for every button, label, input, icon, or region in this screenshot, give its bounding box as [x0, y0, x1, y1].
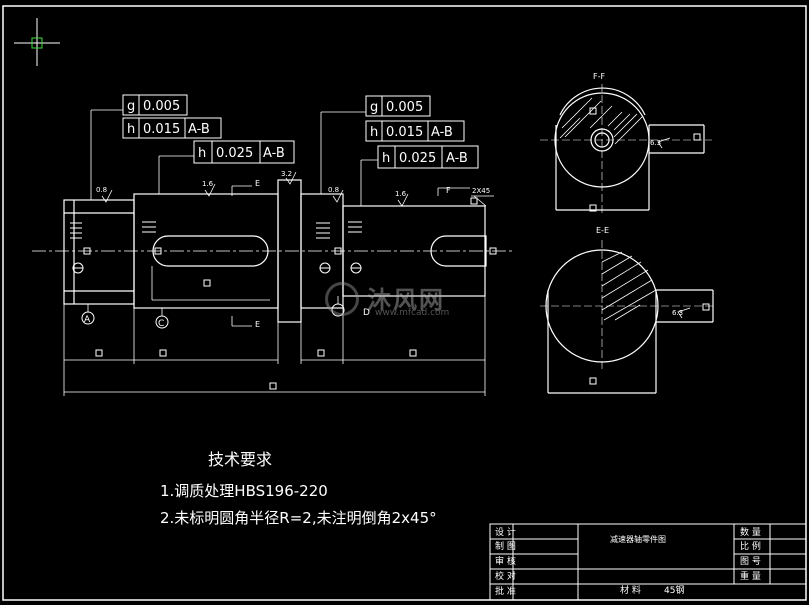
tolerance-frame-right-3	[377, 145, 479, 169]
roughness-symbols	[101, 137, 691, 319]
roughness-3: 3.2	[281, 170, 292, 178]
section-label-f: F	[446, 186, 451, 195]
notes-title: 技术要求	[208, 450, 273, 469]
svg-text:h: h	[198, 146, 206, 161]
svg-text:h: h	[382, 151, 390, 166]
roughness-1: 0.8	[96, 186, 107, 194]
tb-label-qty: 数 量	[740, 528, 761, 538]
tb-label-approve: 批 准	[495, 587, 516, 597]
section-label-e-bottom: E	[255, 320, 260, 329]
note-line-1: 1.调质处理HBS196-220	[160, 482, 328, 500]
tolerance-frame-right-1	[365, 95, 431, 117]
dimension-lines	[63, 185, 494, 396]
section-ee-title: E-E	[596, 226, 609, 235]
datum-a: A	[84, 315, 91, 325]
section-label-e-top: E	[255, 179, 260, 188]
roughness-5: 1.6	[395, 190, 407, 198]
tb-label-draw: 制 图	[495, 542, 516, 552]
tb-label-scale: 比 例	[740, 542, 761, 552]
svg-text:A-B: A-B	[446, 151, 468, 166]
watermark-logo-icon	[325, 282, 359, 316]
section-ff-view	[540, 84, 712, 215]
crosshair-cursor-icon	[14, 18, 60, 66]
tolerance-frame-left-1	[122, 94, 188, 116]
tb-material-label: 材 料	[620, 586, 641, 596]
roughness-7: 6.3	[672, 309, 683, 317]
svg-text:A-B: A-B	[263, 146, 285, 161]
svg-text:0.025: 0.025	[216, 146, 253, 161]
tb-label-drawing-no: 图 号	[740, 557, 761, 567]
drawing-border	[2, 5, 807, 601]
tb-drawing-name: 减速器轴零件图	[610, 535, 666, 544]
svg-text:A-B: A-B	[188, 122, 210, 137]
tolerance-frame-right-2	[365, 120, 465, 142]
tb-label-weight: 重 量	[740, 572, 761, 582]
tolerance-frame-left-3	[193, 140, 295, 164]
roughness-4: 0.8	[328, 186, 339, 194]
tolerance-frame-left-2	[122, 117, 222, 139]
section-ee-hatch	[601, 251, 657, 321]
svg-text:h: h	[127, 122, 135, 137]
tb-label-check: 校 对	[495, 572, 516, 582]
note-line-2: 2.未标明圆角半径R=2,未注明倒角2x45°	[160, 509, 437, 527]
shaft-front-view	[63, 179, 487, 323]
thread-marks	[70, 221, 362, 239]
tb-material-value: 45钢	[664, 586, 685, 596]
svg-text:0.005: 0.005	[386, 100, 423, 115]
svg-text:g: g	[370, 100, 378, 115]
roughness-2: 1.6	[202, 180, 214, 188]
svg-text:0.015: 0.015	[386, 125, 423, 140]
section-ff-title: F-F	[593, 72, 605, 81]
tb-label-design: 设 计	[495, 528, 516, 538]
section-ee-view	[540, 240, 716, 394]
svg-text:h: h	[370, 125, 378, 140]
datum-d: D	[363, 308, 370, 318]
svg-text:0.025: 0.025	[399, 151, 436, 166]
section-ff-hatch	[559, 97, 644, 145]
svg-text:0.015: 0.015	[143, 122, 180, 137]
roughness-6: 6.3	[650, 139, 661, 147]
tb-label-review: 审 核	[495, 557, 516, 567]
svg-text:g: g	[127, 99, 135, 114]
watermark-url: www.mfcad.com	[375, 308, 450, 318]
svg-text:0.005: 0.005	[143, 99, 180, 114]
datum-c: C	[158, 319, 164, 329]
title-block	[489, 523, 807, 601]
svg-text:A-B: A-B	[431, 125, 453, 140]
chamfer-label: 2X45	[472, 187, 490, 195]
watermark-text: 沐风网	[367, 286, 445, 314]
